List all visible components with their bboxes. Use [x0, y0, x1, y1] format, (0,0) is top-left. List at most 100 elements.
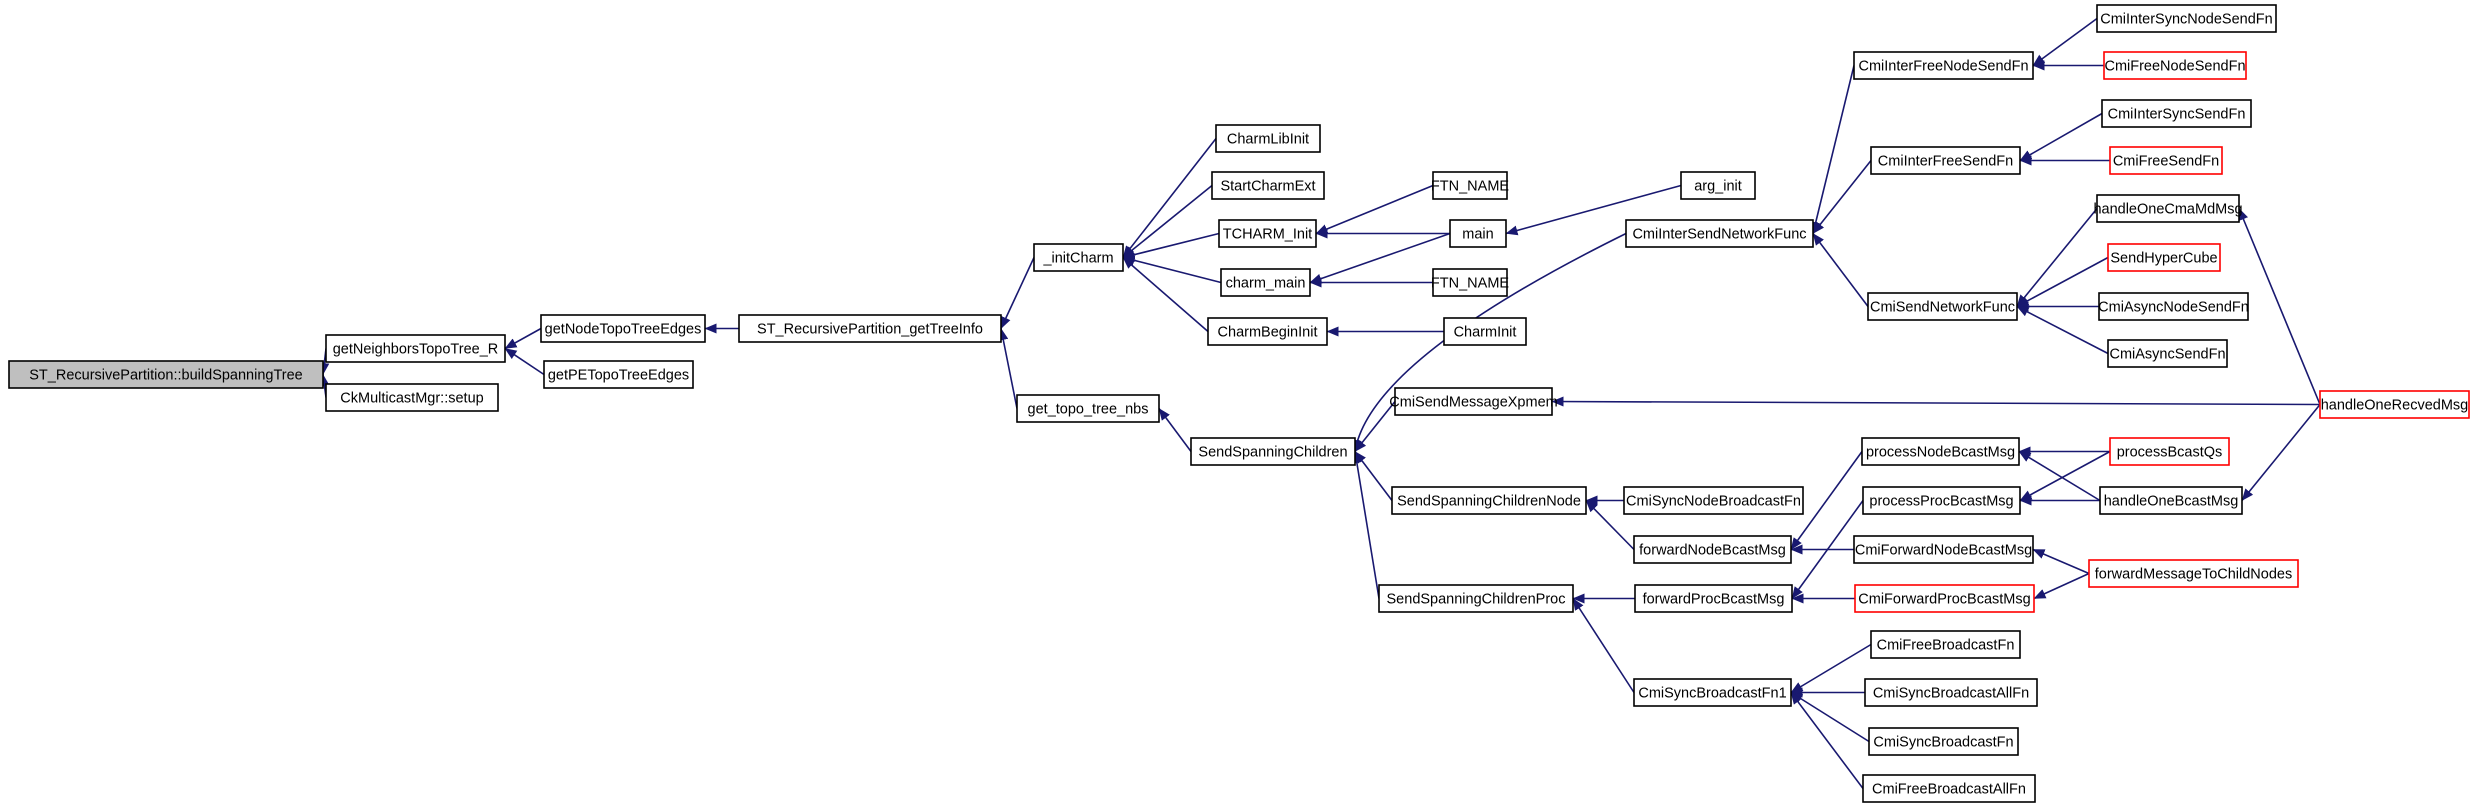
node-label: StartCharmExt [1220, 179, 1315, 195]
graph-node-SendSpanningChildrenNode[interactable]: SendSpanningChildrenNode [1391, 486, 1587, 515]
node-box [2096, 194, 2240, 223]
node-label: CmiSyncNodeBroadcastFn [1626, 494, 1801, 510]
node-box [2099, 486, 2243, 515]
graph-node-forwardMessageToChildNodes[interactable]: forwardMessageToChildNodes [2088, 559, 2299, 588]
node-box [1862, 486, 2021, 515]
node-box [2098, 292, 2249, 321]
graph-node-FTN_NAME_2[interactable]: FTN_NAME [1431, 268, 1509, 297]
graph-node-CharmInit[interactable]: CharmInit [1443, 317, 1527, 346]
graph-node-CmiForwardProcBcastMsg[interactable]: CmiForwardProcBcastMsg [1854, 584, 2035, 613]
graph-node-CmiForwardNodeBcastMsg[interactable]: CmiForwardNodeBcastMsg [1853, 535, 2034, 564]
node-label: main [1462, 227, 1493, 243]
edge-CmiSyncBroadcastFn1-to-SendSpanningChildrenProc [1572, 598, 1635, 693]
edge-getNodeTopoTreeEdges-to-getNeighborsTopoTree_R [504, 327, 542, 350]
node-box [1391, 486, 1587, 515]
graph-node-arg_init[interactable]: arg_init [1680, 171, 1756, 200]
graph-node-forwardProcBcastMsg[interactable]: forwardProcBcastMsg [1634, 584, 1793, 613]
graph-node-processBcastQs[interactable]: processBcastQs [2109, 437, 2230, 466]
graph-node-CmiFreeBroadcastAllFn[interactable]: CmiFreeBroadcastAllFn [1862, 774, 2036, 803]
edge-get_topo_tree_nbs-to-getTreeInfo [998, 328, 1018, 409]
graph-node-handleOneBcastMsg[interactable]: handleOneBcastMsg [2099, 486, 2243, 515]
node-box [1680, 171, 1756, 200]
edge-arg_init-to-main [1505, 184, 1682, 236]
graph-node-CmiFreeNodeSendFn[interactable]: CmiFreeNodeSendFn [2103, 51, 2247, 80]
node-label: get_topo_tree_nbs [1028, 402, 1149, 418]
node-box [1443, 317, 1527, 346]
graph-node-CkMulticastMgr_setup[interactable]: CkMulticastMgr::setup [325, 383, 499, 412]
edge-CmiInterSendNetworkFunc-to-SendSpanningChildren [1351, 232, 1627, 452]
graph-node-CmiFreeBroadcastFn[interactable]: CmiFreeBroadcastFn [1870, 630, 2021, 659]
graph-node-FTN_NAME_1[interactable]: FTN_NAME [1431, 171, 1509, 200]
graph-node-CmiSendNetworkFunc[interactable]: CmiSendNetworkFunc [1867, 292, 2018, 321]
graph-node-CharmBeginInit[interactable]: CharmBeginInit [1207, 317, 1328, 346]
edge-SendSpanningChildrenNode-to-SendSpanningChildren [1354, 451, 1393, 501]
graph-node-CmiSendMessageXpmem[interactable]: CmiSendMessageXpmem [1389, 387, 1558, 416]
node-label: CmiInterSyncSendFn [2108, 107, 2246, 123]
graph-node-CmiAsyncSendFn[interactable]: CmiAsyncSendFn [2107, 339, 2228, 368]
node-label: forwardMessageToChildNodes [2095, 567, 2292, 583]
graph-node-CmiInterFreeSendFn[interactable]: CmiInterFreeSendFn [1870, 146, 2021, 175]
graph-node-StartCharmExt[interactable]: StartCharmExt [1211, 171, 1325, 200]
graph-node-CharmLibInit[interactable]: CharmLibInit [1215, 124, 1321, 153]
graph-node-initCharm[interactable]: _initCharm [1033, 243, 1124, 272]
node-label: ST_RecursivePartition::buildSpanningTree [29, 368, 303, 384]
graph-node-CmiAsyncNodeSendFn[interactable]: CmiAsyncNodeSendFn [2098, 292, 2249, 321]
graph-node-CmiInterSyncNodeSendFn[interactable]: CmiInterSyncNodeSendFn [2096, 4, 2277, 33]
graph-node-main[interactable]: main [1449, 219, 1507, 248]
node-label: CmiForwardNodeBcastMsg [1855, 543, 2032, 559]
node-label: forwardProcBcastMsg [1643, 592, 1785, 608]
graph-node-CmiInterFreeNodeSendFn[interactable]: CmiInterFreeNodeSendFn [1853, 51, 2034, 80]
graph-node-getNeighborsTopoTree_R[interactable]: getNeighborsTopoTree_R [325, 334, 506, 363]
graph-node-CmiFreeSendFn[interactable]: CmiFreeSendFn [2109, 146, 2223, 175]
graph-node-SendSpanningChildrenProc[interactable]: SendSpanningChildrenProc [1378, 584, 1574, 613]
graph-node-CmiSyncNodeBroadcastFn[interactable]: CmiSyncNodeBroadcastFn [1623, 486, 1804, 515]
edge-CmiSendMessageXpmem-to-SendSpanningChildren [1354, 401, 1396, 452]
graph-node-forwardNodeBcastMsg[interactable]: forwardNodeBcastMsg [1633, 535, 1792, 564]
node-box [2088, 559, 2299, 588]
edges-layer [319, 17, 2321, 789]
node-label: CmiFreeSendFn [2113, 154, 2219, 170]
graph-node-handleOneCmaMdMsg[interactable]: handleOneCmaMdMsg [2093, 194, 2243, 223]
edge-processNodeBcastMsg-to-forwardNodeBcastMsg [1790, 451, 1863, 550]
graph-node-TCHARM_Init[interactable]: TCHARM_Init [1218, 219, 1317, 248]
edge-initCharm-to-getTreeInfo [1000, 257, 1035, 329]
node-box [1218, 219, 1317, 248]
node-box [2107, 339, 2228, 368]
node-label: FTN_NAME [1431, 276, 1509, 292]
node-box [1215, 124, 1321, 153]
graph-node-CmiSyncBroadcastFn[interactable]: CmiSyncBroadcastFn [1868, 727, 2019, 756]
edge-handleOneRecvedMsg-to-CmiSendMessageXpmem [1551, 396, 2321, 407]
graph-node-CmiInterSyncSendFn[interactable]: CmiInterSyncSendFn [2101, 99, 2252, 128]
node-box [2109, 146, 2223, 175]
node-label: CmiFreeBroadcastFn [1877, 638, 2015, 654]
node-label: CharmInit [1454, 325, 1517, 341]
graph-node-getPETopoTreeEdges[interactable]: getPETopoTreeEdges [543, 360, 694, 389]
edge-StartCharmExt-to-initCharm [1122, 184, 1213, 259]
graph-node-CmiSyncBroadcastFn1[interactable]: CmiSyncBroadcastFn1 [1633, 678, 1792, 707]
edge-TCHARM_Init-to-initCharm [1122, 232, 1220, 260]
graph-node-CmiInterSendNetworkFunc[interactable]: CmiInterSendNetworkFunc [1625, 219, 1814, 248]
graph-node-get_topo_tree_nbs[interactable]: get_topo_tree_nbs [1016, 394, 1160, 423]
edge-handleOneCmaMdMsg-to-CmiSendNetworkFunc [2016, 207, 2098, 308]
edge-handleOneRecvedMsg-to-handleOneCmaMdMsg [2238, 208, 2321, 405]
node-label: CmiAsyncSendFn [2109, 347, 2225, 363]
graph-node-SendHyperCube[interactable]: SendHyperCube [2107, 243, 2221, 272]
node-label: CmiForwardProcBcastMsg [1858, 592, 2030, 608]
graph-node-CmiSyncBroadcastAllFn[interactable]: CmiSyncBroadcastAllFn [1864, 678, 2038, 707]
graph-node-SendSpanningChildren[interactable]: SendSpanningChildren [1190, 437, 1356, 466]
node-box [1853, 51, 2034, 80]
node-box [2107, 243, 2221, 272]
edge-handleOneBcastMsg-to-processNodeBcastMsg [2018, 450, 2101, 502]
edge-CmiInterFreeNodeSendFn-to-CmiInterSendNetworkFunc [1810, 65, 1855, 234]
graph-node-charm_main[interactable]: charm_main [1220, 268, 1311, 297]
node-label: SendSpanningChildrenProc [1387, 592, 1566, 608]
graph-node-getTreeInfo[interactable]: ST_RecursivePartition_getTreeInfo [738, 314, 1002, 343]
graph-node-processProcBcastMsg[interactable]: processProcBcastMsg [1862, 486, 2021, 515]
node-label: SendHyperCube [2110, 251, 2217, 267]
graph-node-getNodeTopoTreeEdges[interactable]: getNodeTopoTreeEdges [540, 314, 706, 343]
node-label: CharmLibInit [1227, 132, 1309, 148]
graph-node-handleOneRecvedMsg[interactable]: handleOneRecvedMsg [2319, 390, 2470, 419]
graph-node-processNodeBcastMsg[interactable]: processNodeBcastMsg [1861, 437, 2020, 466]
node-label: CmiSyncBroadcastFn [1873, 735, 2013, 751]
